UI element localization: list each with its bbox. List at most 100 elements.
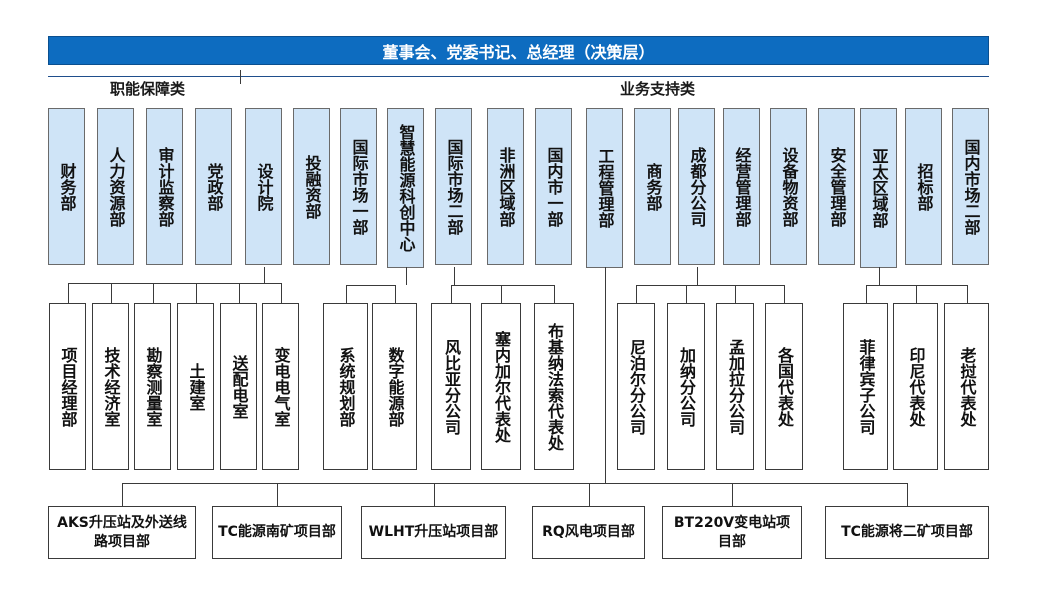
project-dept-label: TC能源南矿项目部 <box>218 524 336 540</box>
connector-line <box>67 283 69 303</box>
department-box: 成都分公司 <box>678 108 715 265</box>
connector-line <box>152 283 154 303</box>
department-label: 成都分公司 <box>687 146 707 227</box>
connector-line <box>345 285 395 286</box>
sub-unit-box: 各国代表处 <box>765 303 803 470</box>
project-dept-label: AKS升压站及外送线路项目部 <box>57 514 187 550</box>
connector-line <box>686 285 687 303</box>
project-dept-label: BT220V变电站项目部 <box>673 514 791 550</box>
department-box: 投融资部 <box>293 108 330 265</box>
category-separator-line <box>48 76 989 77</box>
category-divider-tick <box>240 70 241 84</box>
department-label: 设计院 <box>254 162 274 211</box>
connector-line <box>735 285 736 303</box>
connector-line <box>501 285 502 303</box>
department-label: 审计监察部 <box>155 146 175 227</box>
connector-line <box>280 283 282 303</box>
department-label: 投融资部 <box>302 154 322 219</box>
department-label: 工程管理部 <box>595 148 615 228</box>
department-label: 招标部 <box>914 162 934 211</box>
connector-line <box>110 283 112 303</box>
decision-layer-title: 董事会、党委书记、总经理（决策层） <box>382 42 655 62</box>
department-box: 智慧能源科创中心 <box>387 108 424 268</box>
connector-line <box>554 285 555 303</box>
sub-unit-box: 老挝代表处 <box>944 303 989 470</box>
department-box: 设计院 <box>245 108 282 265</box>
project-dept-box: BT220V变电站项目部 <box>662 506 802 559</box>
department-label: 党政部 <box>204 162 224 211</box>
connector-line <box>966 285 968 303</box>
connector-line <box>878 267 880 285</box>
department-box: 工程管理部 <box>586 108 623 268</box>
connector-line <box>345 285 347 303</box>
sub-unit-label: 土建室 <box>186 362 206 411</box>
connector-line <box>636 285 637 303</box>
department-label: 亚太区域部 <box>869 148 889 228</box>
department-box: 国内市场二部 <box>952 108 989 265</box>
department-box: 审计监察部 <box>146 108 183 265</box>
department-label: 智慧能源科创中心 <box>396 124 416 252</box>
connector-line <box>907 483 908 506</box>
sub-unit-box: 印尼代表处 <box>893 303 938 470</box>
department-box: 招标部 <box>905 108 942 265</box>
department-label: 财务部 <box>57 162 77 211</box>
project-dept-box: TC能源南矿项目部 <box>212 506 342 559</box>
department-box: 人力资源部 <box>97 108 134 265</box>
department-box: 国际市场二部 <box>435 108 472 265</box>
project-dept-label: TC能源将二矿项目部 <box>841 524 973 540</box>
department-box: 商务部 <box>634 108 671 265</box>
department-box: 党政部 <box>195 108 232 265</box>
connector-line <box>238 283 240 303</box>
department-label: 国内市一部 <box>544 146 564 227</box>
sub-unit-box: 土建室 <box>177 303 214 470</box>
department-label: 国内市场二部 <box>961 138 981 235</box>
department-label: 人力资源部 <box>106 146 126 227</box>
sub-unit-label: 送配电室 <box>229 354 249 419</box>
sub-unit-label: 加纳分公司 <box>677 346 696 427</box>
department-label: 商务部 <box>643 162 663 211</box>
connector-line <box>604 267 606 483</box>
sub-unit-box: 尼泊尔分公司 <box>617 303 655 470</box>
sub-unit-label: 风比亚分公司 <box>442 338 461 435</box>
sub-unit-label: 数字能源部 <box>385 346 405 427</box>
sub-unit-box: 技术经济室 <box>92 303 129 470</box>
sub-unit-label: 系统规划部 <box>336 346 356 427</box>
department-box: 安全管理部 <box>818 108 855 265</box>
connector-line <box>451 285 452 303</box>
connector-line <box>263 267 265 283</box>
sub-unit-box: 孟加拉分公司 <box>716 303 754 470</box>
department-box: 非洲区域部 <box>487 108 524 265</box>
department-label: 非洲区域部 <box>496 146 516 227</box>
connector-line <box>67 283 281 284</box>
decision-layer-bar: 董事会、党委书记、总经理（决策层） <box>48 36 989 65</box>
project-dept-box: RQ风电项目部 <box>532 506 645 559</box>
connector-line <box>394 285 396 303</box>
sub-unit-label: 老挝代表处 <box>957 346 977 427</box>
department-box: 亚太区域部 <box>860 108 897 268</box>
department-box: 设备物资部 <box>770 108 807 265</box>
sub-unit-label: 塞内加尔代表处 <box>492 330 511 443</box>
sub-unit-label: 项目经理部 <box>58 346 78 427</box>
sub-unit-label: 勘察测量室 <box>143 346 163 427</box>
sub-unit-label: 尼泊尔分公司 <box>627 338 646 435</box>
sub-unit-box: 系统规划部 <box>323 303 368 470</box>
department-label: 经营管理部 <box>732 146 752 227</box>
connector-line <box>915 285 917 303</box>
project-dept-label: WLHT升压站项目部 <box>368 524 499 540</box>
sub-unit-box: 风比亚分公司 <box>431 303 471 470</box>
sub-unit-label: 孟加拉分公司 <box>726 338 745 435</box>
sub-unit-label: 变电电气室 <box>271 346 291 427</box>
department-label: 国际市场一部 <box>349 138 369 235</box>
sub-unit-box: 勘察测量室 <box>134 303 171 470</box>
sub-unit-label: 布基纳法索代表处 <box>545 322 564 451</box>
sub-unit-label: 各国代表处 <box>775 346 794 427</box>
category-business: 业务支持类 <box>620 80 696 98</box>
connector-line <box>696 267 698 285</box>
project-dept-box: TC能源将二矿项目部 <box>825 506 989 559</box>
sub-unit-label: 印尼代表处 <box>906 346 926 427</box>
sub-unit-box: 送配电室 <box>220 303 257 470</box>
connector-line <box>588 483 590 506</box>
department-label: 安全管理部 <box>827 146 847 227</box>
department-box: 经营管理部 <box>723 108 760 265</box>
project-dept-box: AKS升压站及外送线路项目部 <box>48 506 196 559</box>
